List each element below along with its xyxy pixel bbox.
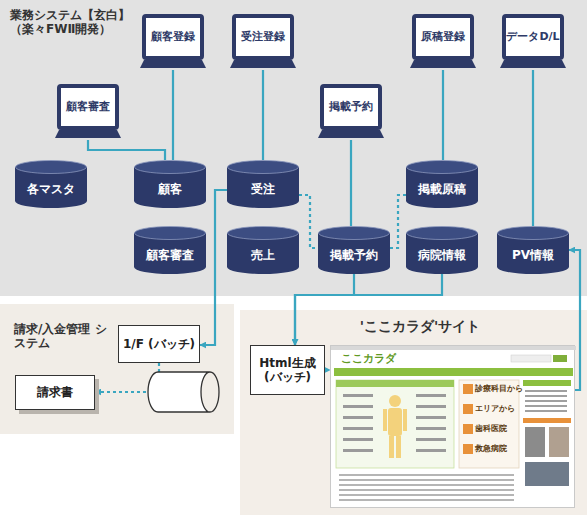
batch-box: Html生成 (バッチ) (250, 345, 325, 395)
data-flow-line (299, 195, 318, 248)
batch-box: 1/F (バッチ) (118, 325, 200, 363)
data-flow-line (200, 190, 227, 345)
database-cylinder: 掲載予約 (318, 226, 390, 274)
box-label: Html生成 (バッチ) (251, 346, 324, 394)
data-flow-line (350, 140, 352, 226)
database-cylinder: 売上 (227, 226, 299, 274)
system-region: 請求/入金管理 システム1/F (バッチ) 請求書 (0, 304, 234, 434)
page-menu-text: 救急病院 (475, 443, 507, 454)
data-flow-line (325, 369, 330, 371)
region-title: 'ここカラダ'サイト (300, 318, 540, 335)
page-menu-text: 歯科医院 (475, 423, 507, 434)
screen-label: 顧客審査 (61, 88, 115, 126)
data-flow-line (262, 70, 264, 160)
database-label: 売上 (227, 240, 299, 270)
box-label: 1/F (バッチ) (119, 326, 199, 362)
screen-label: 掲載予約 (324, 88, 378, 126)
web-page-illustration (331, 346, 576, 509)
database-label: 顧客 (134, 174, 206, 204)
terminal-screen: データD/L (500, 14, 566, 70)
screen-label: 原稿登録 (416, 18, 470, 56)
database-label: 各マスタ (15, 174, 87, 204)
system-region: 'ここカラダ'サイト Html生成 (バッチ) ここカラダ (240, 310, 587, 515)
terminal-screen: 顧客審査 (55, 84, 121, 140)
box-label: 請求書 (16, 376, 94, 409)
database-label: 受注 (227, 174, 299, 204)
data-flow-line (390, 195, 406, 248)
data-flow-line (442, 70, 444, 160)
system-region: 業務システム【玄白】 （楽々FWⅡ開発）顧客登録受注登録 原稿登録データD/L 顧客… (0, 0, 587, 296)
terminal-screen: 原稿登録 (410, 14, 476, 70)
database-label: 掲載予約 (318, 240, 390, 270)
terminal-screen: 顧客登録 (140, 14, 206, 70)
database-cylinder: 顧客 (134, 160, 206, 208)
database-label: 掲載原稿 (406, 174, 478, 204)
page-menu-text: 診療科目から (475, 383, 523, 394)
data-flow-line (532, 70, 534, 226)
data-flow-line (172, 70, 174, 160)
database-label: 顧客審査 (134, 240, 206, 270)
terminal-screen: 掲載予約 (318, 84, 384, 140)
database-label: PV情報 (497, 240, 569, 270)
database-cylinder: 受注 (227, 160, 299, 208)
website-screenshot: ここカラダ (330, 345, 575, 508)
database-cylinder: 掲載原稿 (406, 160, 478, 208)
data-flow-line (295, 274, 354, 345)
region-title: 業務システム【玄白】 （楽々FWⅡ開発） (10, 8, 140, 37)
page-menu-text: エリアから (475, 403, 515, 414)
database-cylinder: 病院情報 (406, 226, 478, 274)
screen-label: 顧客登録 (146, 18, 200, 56)
database-cylinder: PV情報 (497, 226, 569, 274)
data-flow-line (95, 363, 159, 392)
database-label: 病院情報 (406, 240, 478, 270)
data-flow-line (88, 140, 165, 160)
site-logo: ここカラダ (341, 352, 396, 366)
region-title: 請求/入金管理 システム (14, 322, 114, 351)
data-flow-line (295, 274, 442, 345)
screen-label: データD/L (506, 18, 560, 56)
database-cylinder: 顧客審査 (134, 226, 206, 274)
document-box: 請求書 (15, 375, 95, 410)
terminal-screen: 受注登録 (230, 14, 296, 70)
data-flow-line (569, 250, 580, 390)
database-cylinder: 各マスタ (15, 160, 87, 208)
screen-label: 受注登録 (236, 18, 290, 56)
